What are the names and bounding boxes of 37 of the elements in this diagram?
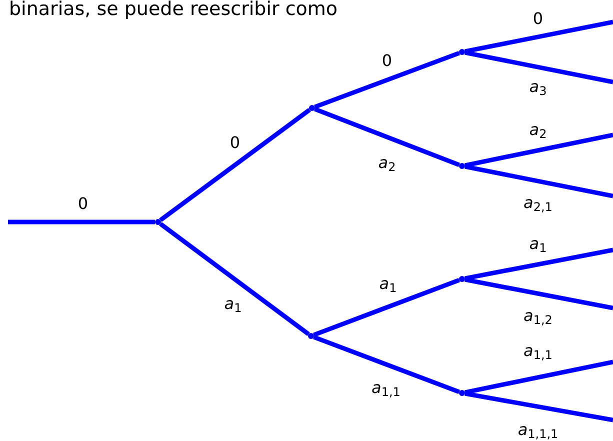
branch-point	[459, 276, 465, 282]
branch-line	[464, 277, 613, 310]
edge-label: a$_{1,1,1}$	[518, 421, 558, 439]
branch-point	[309, 105, 315, 111]
branch-line	[464, 50, 613, 84]
edge-label: a$_{2,1}$	[524, 194, 552, 212]
branch-line	[159, 108, 311, 222]
branch-line	[464, 248, 613, 281]
branch-line	[464, 20, 613, 54]
edge-label: a$_{1}$	[379, 275, 397, 293]
edge-label: 0	[382, 52, 392, 70]
edge-label: a$_{1,1}$	[524, 342, 552, 360]
branch-line	[464, 132, 613, 168]
edge-label: a$_{2}$	[378, 154, 396, 172]
edge-label: a$_{1,1}$	[372, 379, 400, 397]
branch-line	[159, 222, 310, 336]
edge-label: a$_{2}$	[529, 121, 547, 139]
edge-label: a$_{3}$	[529, 78, 547, 96]
branch-point	[459, 163, 465, 169]
edge-label: a$_{1,2}$	[524, 307, 552, 325]
branch-line	[314, 106, 460, 168]
edge-label: 0	[230, 134, 240, 152]
edge-label: 0	[532, 10, 544, 28]
edge-label: 0	[78, 195, 88, 213]
branch-line	[314, 50, 460, 110]
branch-line	[464, 360, 613, 395]
branch-point	[459, 49, 465, 55]
branch-line	[313, 334, 460, 394]
edge-label: a$_{1}$	[224, 295, 242, 313]
branch-line	[313, 278, 460, 338]
edge-label: a$_{1}$	[529, 235, 547, 253]
branch-line	[8, 220, 155, 224]
branch-point	[459, 390, 465, 396]
branch-line	[464, 391, 613, 422]
body-text: binarias, se puede reescribir como	[9, 0, 338, 20]
branch-point	[155, 219, 161, 225]
branch-line	[464, 164, 613, 198]
